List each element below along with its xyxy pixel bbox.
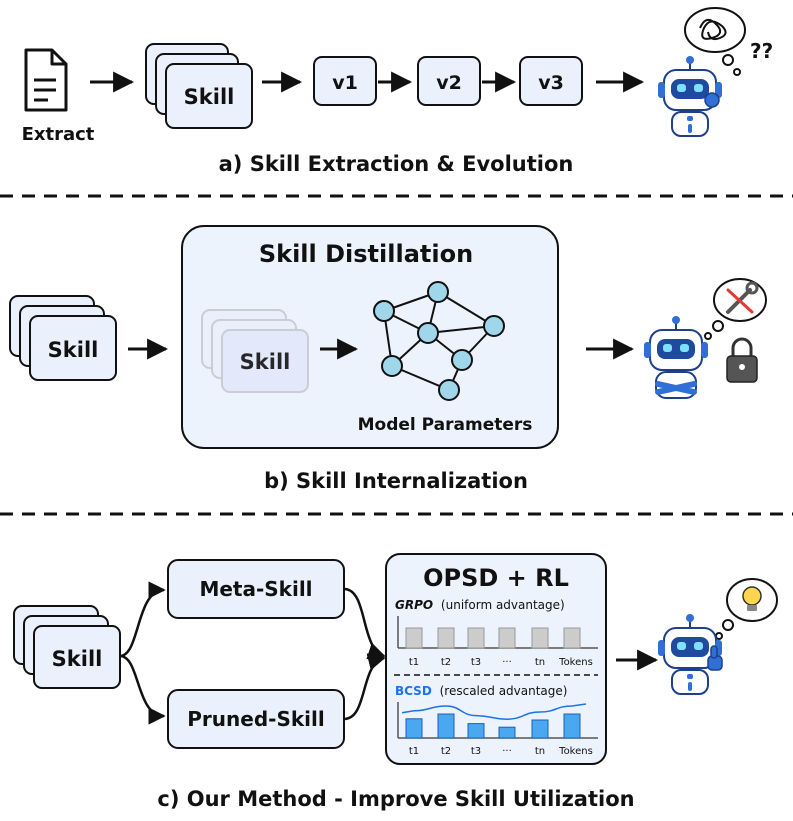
version-label: v3: [538, 72, 564, 94]
bcsd-bar: [437, 713, 455, 739]
grpo-tick-label: t2: [441, 657, 451, 668]
merge-arrow-bottom: [343, 653, 386, 721]
version-box-v1: v1: [313, 56, 377, 106]
confused-robot-icon: ??: [657, 7, 773, 137]
bcsd-tick-label: t1: [409, 746, 419, 757]
thought-bubble-icon: [715, 578, 778, 640]
bcsd-tick-label: Tokens: [558, 746, 593, 757]
thought-bubble-icon: [704, 278, 767, 340]
caption-a: a) Skill Extraction & Evolution: [219, 152, 574, 176]
bcsd-bar-chart: [405, 713, 581, 739]
skill-label: Skill: [184, 85, 235, 109]
thumbs-up-icon: [707, 645, 723, 671]
section-b: Skill Skill Distillation Skill: [9, 225, 767, 493]
extract-label: Extract: [22, 124, 95, 145]
version-label: v2: [436, 72, 462, 94]
grpo-bar: [405, 627, 423, 649]
section-c: Skill Meta-Skill Pruned-Skill OPSD + RL …: [13, 553, 778, 811]
document-icon: [24, 48, 68, 112]
happy-robot-icon: [657, 578, 778, 695]
branch-arrow-down: [119, 654, 166, 725]
grpo-caption: GRPO (uniform advantage): [395, 598, 565, 612]
bcsd-advantage-curve: [401, 703, 587, 720]
skill-label: Skill: [240, 350, 291, 374]
caption-c: c) Our Method - Improve Skill Utilizatio…: [157, 787, 634, 811]
bcsd-tick-label: t3: [471, 746, 481, 757]
grpo-tick-label: t1: [409, 657, 419, 668]
bcsd-tick-labels: t1 t2 t3 ··· tn Tokens: [409, 746, 593, 757]
meta-skill-box: Meta-Skill: [167, 559, 345, 619]
caption-b: b) Skill Internalization: [264, 469, 528, 493]
skill-distillation-panel: Skill Distillation Skill: [181, 225, 559, 449]
skill-label: Skill: [48, 338, 99, 362]
bcsd-bar: [563, 713, 581, 739]
bcsd-bar: [467, 723, 485, 739]
grpo-tick-label: tn: [535, 657, 545, 668]
bcsd-tick-label: tn: [535, 746, 545, 757]
pruned-skill-box: Pruned-Skill: [167, 689, 345, 749]
bcsd-desc: (rescaled advantage): [440, 684, 568, 698]
lock-icon: [726, 337, 758, 383]
model-parameters-label: Model Parameters: [358, 415, 533, 435]
grpo-name: GRPO: [395, 598, 433, 612]
version-label: v1: [332, 72, 358, 94]
locked-robot-icon: [643, 278, 767, 399]
bcsd-name: BCSD: [395, 684, 432, 698]
neural-network-icon: [373, 281, 505, 401]
grpo-bar: [498, 627, 516, 649]
section-a: Extract Skill v1 v2 v3: [22, 7, 773, 176]
merge-arrow-top: [343, 587, 386, 660]
branch-arrow-up: [119, 581, 166, 658]
grpo-tick-labels: t1 t2 t3 ··· tn Tokens: [409, 657, 593, 668]
skill-card-stack: Skill: [13, 605, 121, 689]
bcsd-caption: BCSD (rescaled advantage): [395, 684, 567, 698]
grpo-tick-label: Tokens: [558, 657, 593, 668]
pruned-skill-label: Pruned-Skill: [187, 707, 324, 731]
bcsd-bar: [498, 726, 516, 739]
faded-skill-stack: Skill: [201, 309, 309, 393]
grpo-tick-label: ···: [502, 657, 512, 668]
meta-skill-label: Meta-Skill: [199, 577, 312, 601]
bcsd-bar: [405, 718, 423, 739]
skill-card-stack: Skill: [9, 295, 117, 381]
grpo-bar: [467, 627, 485, 649]
bcsd-bar: [531, 719, 549, 739]
grpo-bar: [531, 627, 549, 649]
skill-label: Skill: [52, 647, 103, 671]
version-box-v2: v2: [417, 56, 481, 106]
question-marks: ??: [750, 39, 773, 63]
grpo-bar: [563, 627, 581, 649]
bcsd-tick-label: t2: [441, 746, 451, 757]
bcsd-tick-label: ···: [502, 746, 512, 757]
thought-bubble-icon: [684, 7, 746, 76]
grpo-bar-chart: [405, 627, 581, 649]
panel-title: Skill Distillation: [259, 240, 473, 268]
grpo-desc: (uniform advantage): [441, 598, 565, 612]
lightbulb-icon: [742, 586, 762, 611]
panel-title: OPSD + RL: [423, 564, 569, 592]
skill-card-stack: Skill: [145, 43, 253, 129]
grpo-tick-label: t3: [471, 657, 481, 668]
version-box-v3: v3: [519, 56, 583, 106]
grpo-bar: [437, 627, 455, 649]
